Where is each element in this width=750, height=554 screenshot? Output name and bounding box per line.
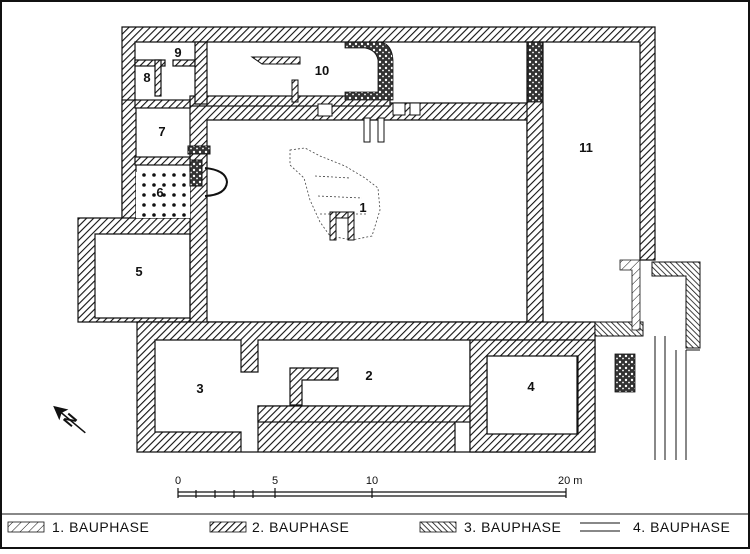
room-labels: 1 2 3 4 5 6 7 8 9 10 11 [135,45,592,396]
room-9-label: 9 [174,45,181,60]
scale-labels: 0 5 10 20 m [175,475,583,487]
legend-swatch-phase-4 [580,522,620,532]
scale-bar [177,488,567,498]
legend-label-phase-4: 4. BAUPHASE [633,519,730,535]
room-10-label: 10 [315,63,329,78]
room-2-label: 2 [365,368,372,383]
phase-1-walls [619,259,641,331]
legend-label-phase-3: 3. BAUPHASE [464,519,561,535]
plan-details [187,56,421,197]
north-arrow-icon [53,405,86,434]
phase-4-lines [654,336,700,460]
room-3-label: 3 [196,381,203,396]
phase-3-walls [594,261,701,349]
room-5-label: 5 [135,264,142,279]
room-1-label: 1 [359,200,366,215]
room-7-label: 7 [158,124,165,139]
legend-swatch-phase-1 [7,521,45,533]
scale-tick-0: 0 [175,475,181,487]
room-8-label: 8 [143,70,150,85]
room-1-feature [329,211,355,241]
legend-label-phase-2: 2. BAUPHASE [252,519,349,535]
scale-tick-20m: 20 m [558,475,582,487]
room-6-label: 6 [156,185,163,200]
main-building-walls [77,26,656,453]
room-11-label: 11 [579,140,593,155]
room-6-floor [136,172,190,218]
scale-tick-10: 10 [366,475,378,487]
room-4-label: 4 [527,379,535,394]
legend-label-phase-1: 1. BAUPHASE [52,519,149,535]
legend-swatch-phase-2 [209,521,247,533]
scale-tick-5: 5 [272,475,278,487]
legend: 1. BAUPHASE 2. BAUPHASE 3. BAUPHASE 4. B… [7,519,730,535]
rubble-masonry [344,41,636,393]
legend-swatch-phase-3 [419,521,457,533]
room-4-walls [469,339,596,453]
